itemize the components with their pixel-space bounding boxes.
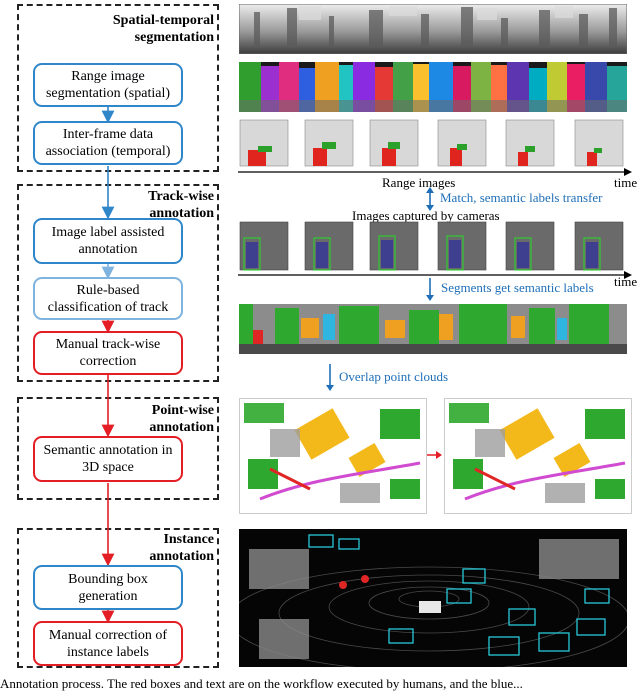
- point-cloud-before: [239, 398, 427, 514]
- stage-title-point-wise: Point-wise annotation: [149, 403, 214, 435]
- node-image-label-assisted: Image label assisted annotation: [33, 218, 183, 264]
- node-inter-frame-association: Inter-frame data association (temporal): [33, 121, 183, 165]
- range-frames: [239, 119, 624, 167]
- segments-arrow: [426, 278, 434, 301]
- range-images-label: Range images: [382, 175, 456, 190]
- time-axis-label-1: time: [614, 175, 638, 190]
- figure-caption: Annotation process. The red boxes and te…: [0, 676, 523, 691]
- stage-title-spatial-temporal: Spatial-temporal segmentation: [112, 13, 214, 45]
- stage-frame-spatial-temporal: [17, 4, 219, 172]
- instance-bbox-pointcloud: [239, 529, 627, 667]
- point-cloud-after: [444, 398, 632, 514]
- stage-title-instance: Instance annotation: [149, 532, 214, 564]
- segments-semantic-label: Segments get semantic labels: [441, 280, 594, 295]
- semantic-range-image: [239, 304, 627, 354]
- images-cameras-label: Images captured by cameras: [352, 208, 500, 223]
- range-image-depth-strip: [239, 4, 627, 54]
- stage-frame-instance: [17, 528, 219, 668]
- workflow-connectors: [101, 106, 115, 624]
- red-transform-arrow: [427, 451, 442, 459]
- camera-image-sequence: [238, 221, 632, 279]
- time-axis-label-2: time: [614, 274, 638, 289]
- node-manual-instance-correction: Manual correction of instance labels: [33, 621, 183, 666]
- range-segmentation-strip: [239, 62, 627, 112]
- stage-frame-point-wise: [17, 397, 219, 500]
- node-semantic-annotation-3d: Semantic annotation in 3D space: [33, 436, 183, 482]
- stage-title-track-wise: Track-wise annotation: [148, 189, 214, 221]
- match-arrow: [426, 187, 434, 211]
- match-transfer-label: Match, semantic labels transfer: [440, 190, 603, 205]
- overlap-arrow: [326, 364, 334, 391]
- range-image-sequence: [238, 119, 632, 176]
- overlap-pointcloud-label: Overlap point clouds: [339, 369, 449, 384]
- stage-frame-track-wise: [17, 184, 219, 382]
- node-manual-track-correction: Manual track-wise correction: [33, 331, 183, 375]
- node-rule-based-classification: Rule-based classification of track: [33, 277, 183, 320]
- node-range-image-segmentation: Range image segmentation (spatial): [33, 63, 183, 107]
- node-bounding-box-generation: Bounding box generation: [33, 565, 183, 610]
